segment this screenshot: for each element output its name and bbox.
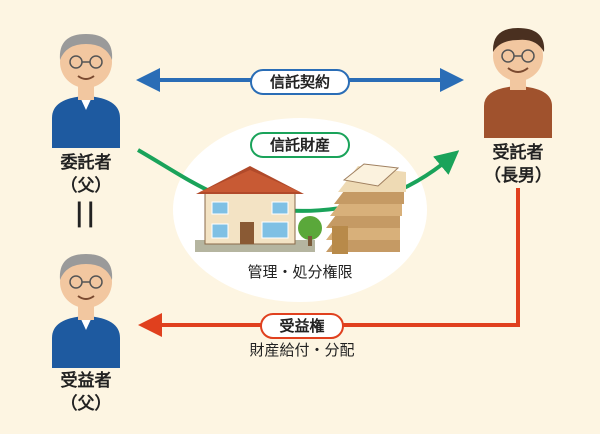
beneficial-right-label: 受益権: [260, 313, 344, 339]
equals-mark: ||: [74, 198, 98, 228]
house-icon: [195, 166, 322, 252]
trust-property-label: 信託財産: [250, 132, 350, 158]
trustee-role: 受託者: [492, 143, 544, 163]
settlor-relation: （父）: [60, 176, 112, 196]
trust-contract-label: 信託契約: [250, 69, 350, 95]
trust-property-caption: 管理・処分権限: [247, 263, 353, 281]
money-stack-icon: [326, 163, 406, 254]
settlor-avatar: [52, 34, 120, 148]
beneficial-right-caption: 財産給付・分配: [249, 341, 355, 359]
trustee-avatar: [484, 28, 552, 138]
trustee-relation: （長男）: [484, 166, 552, 186]
settlor-role: 委託者: [60, 153, 112, 173]
beneficiary-role: 受益者: [60, 371, 112, 391]
beneficiary-relation: （父）: [60, 394, 112, 414]
beneficiary-avatar: [52, 254, 120, 368]
